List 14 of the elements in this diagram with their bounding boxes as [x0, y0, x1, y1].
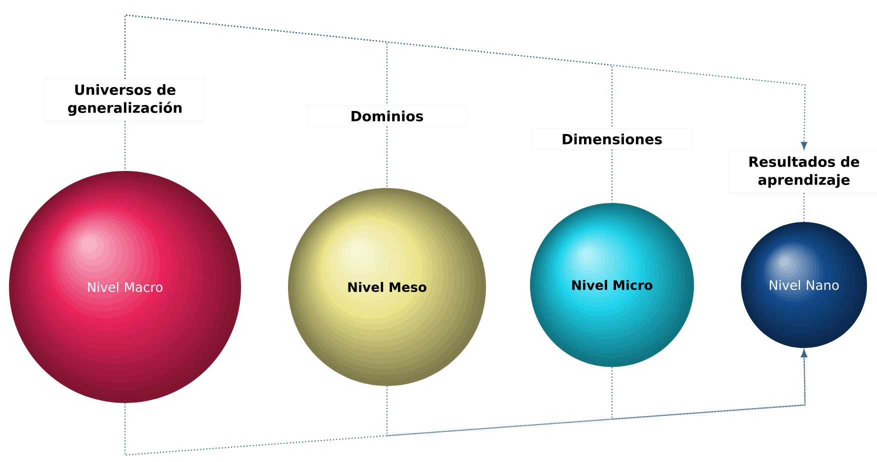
connector — [611, 150, 613, 203]
sphere: Nivel Meso — [288, 188, 486, 386]
heading-label: Dimensiones — [532, 128, 692, 150]
connector — [386, 126, 388, 188]
heading-label: Dominios — [306, 105, 468, 127]
sphere: Nivel Micro — [530, 203, 694, 367]
heading-label: Resultados de aprendizaje — [728, 150, 877, 194]
sphere: Nivel Nano — [741, 222, 867, 348]
heading-label: Universos de generalización — [44, 78, 206, 122]
sphere: Nivel Macro — [9, 171, 241, 403]
connector — [124, 121, 126, 171]
connector — [124, 14, 808, 150]
connector — [803, 193, 805, 222]
connector — [611, 350, 808, 420]
